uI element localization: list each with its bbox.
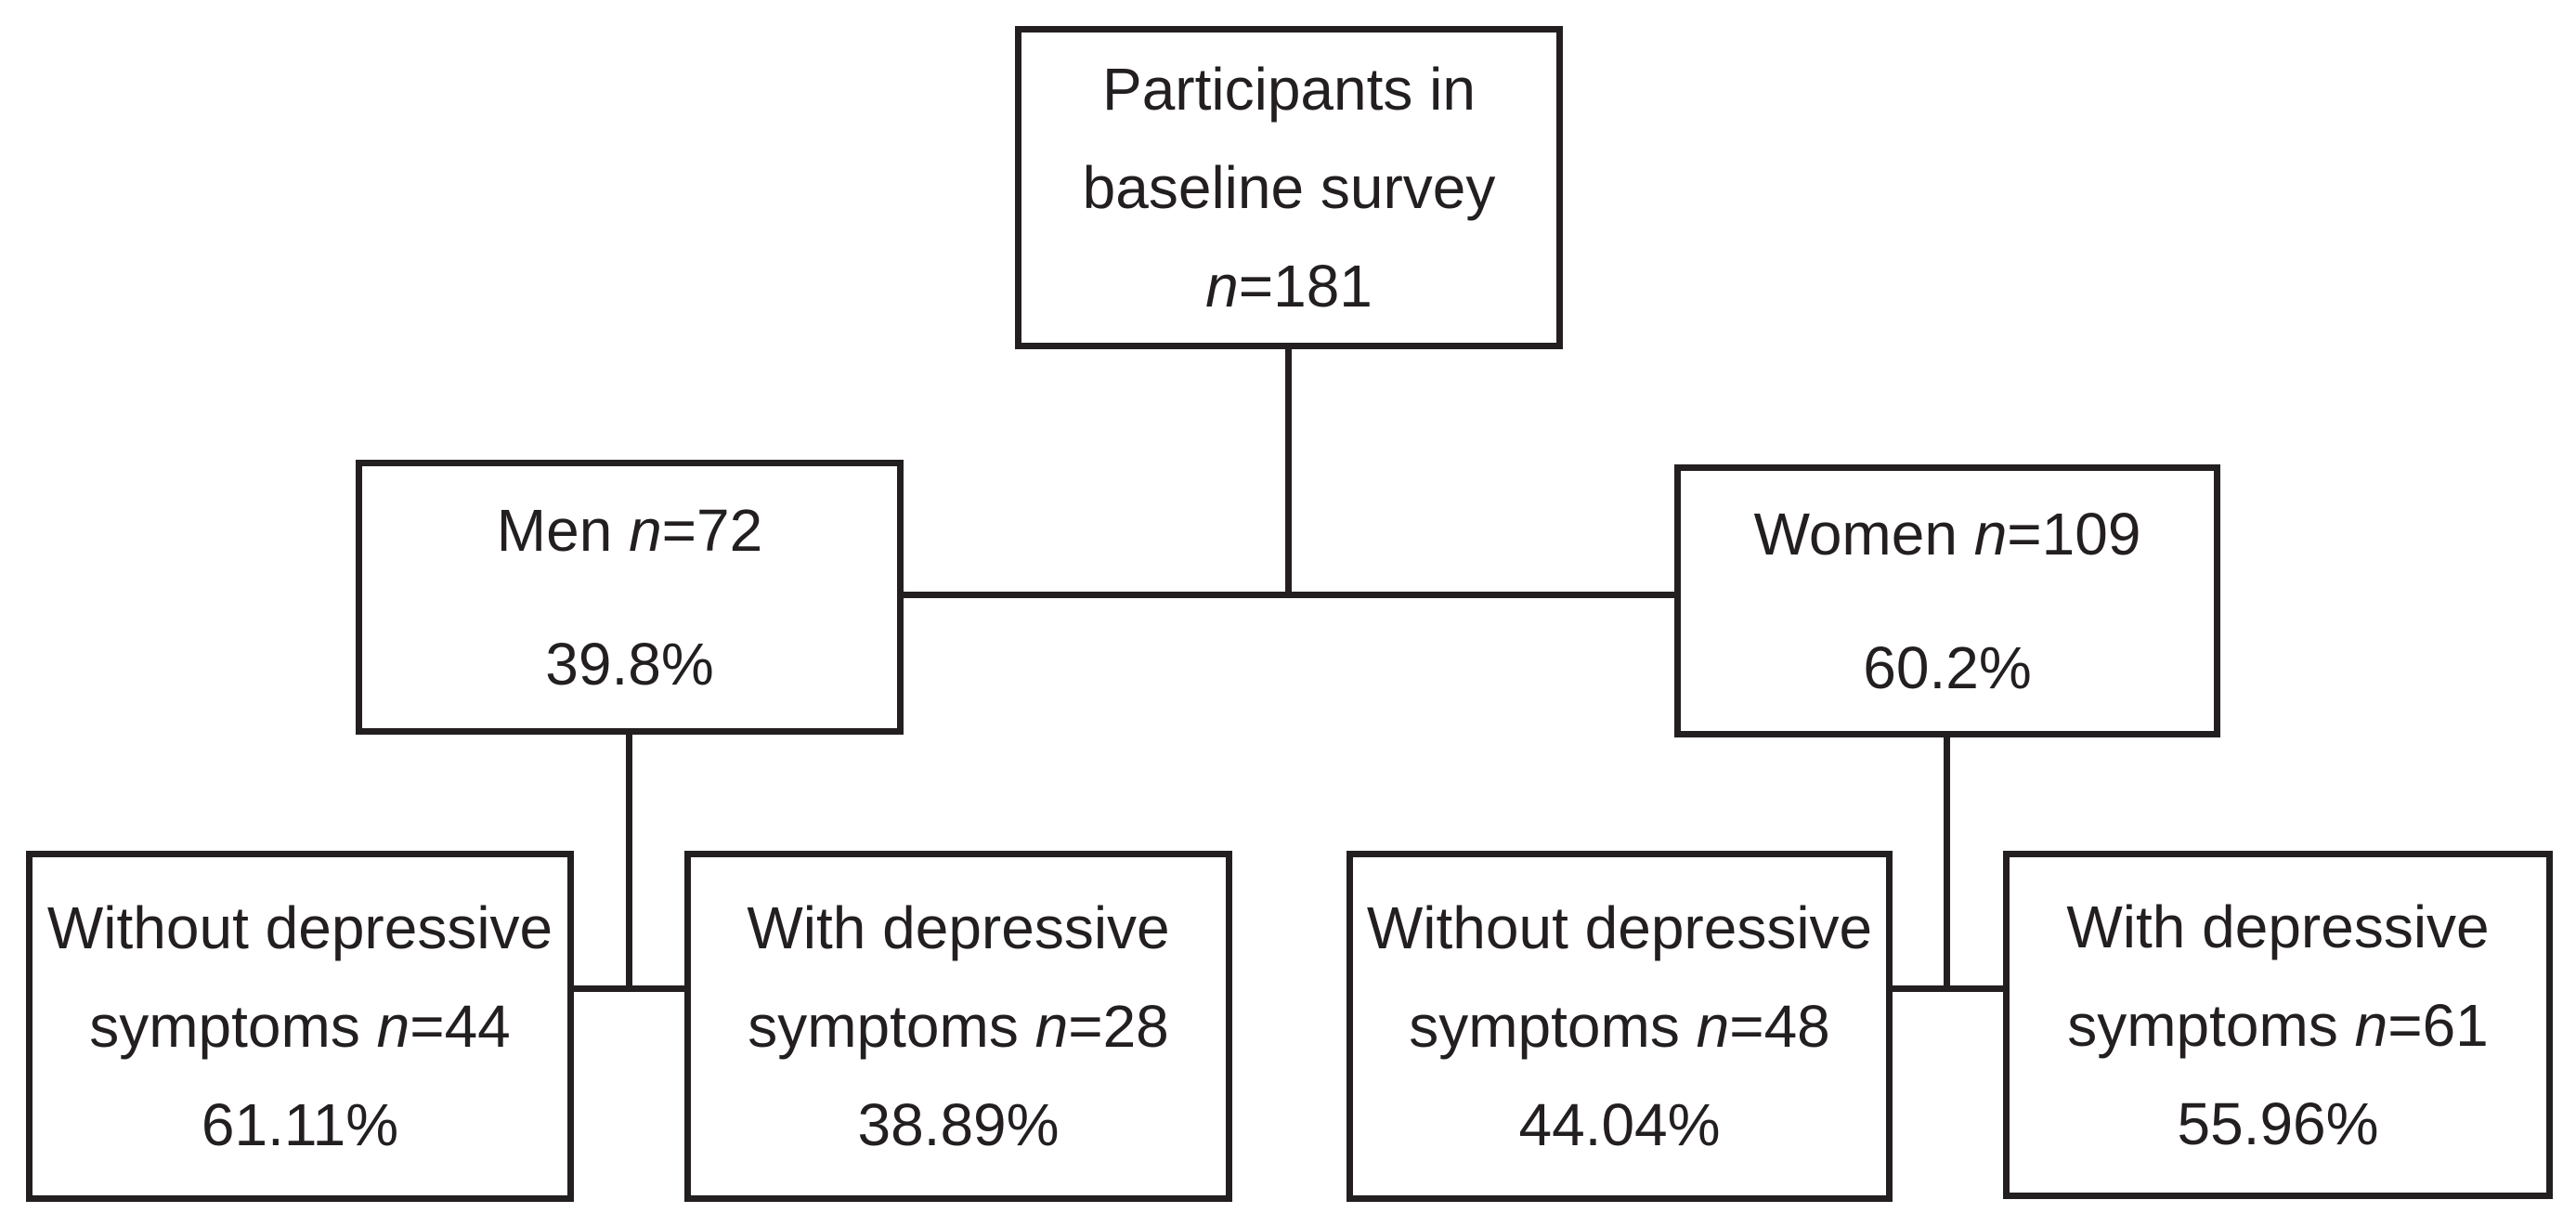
men-without-count: symptoms n=44 (89, 993, 511, 1060)
men-box: Men n=72 39.8% (356, 460, 904, 735)
women-percent: 60.2% (1863, 634, 2032, 701)
women-with-symptoms-box: With depressive symptoms n=61 55.96% (2003, 851, 2553, 1199)
connector-men-subgroups (566, 985, 691, 992)
men-with-line-1: With depressive (747, 894, 1170, 961)
women-without-line-1: Without depressive (1366, 894, 1873, 961)
men-without-percent: 61.11% (201, 1091, 399, 1158)
women-without-symptoms-box: Without depressive symptoms n=48 44.04% (1347, 851, 1893, 1202)
men-count: Men n=72 (496, 497, 763, 564)
women-count: Women n=109 (1753, 501, 2141, 567)
women-box: Women n=109 60.2% (1674, 464, 2220, 737)
men-with-count: symptoms n=28 (748, 993, 1169, 1060)
connector-participants-to-split (1285, 342, 1292, 598)
men-percent: 39.8% (545, 631, 714, 698)
women-without-percent: 44.04% (1518, 1091, 1721, 1158)
women-with-line-1: With depressive (2066, 893, 2490, 960)
connector-men-women-horizontal (899, 592, 1677, 598)
women-with-percent: 55.96% (2177, 1089, 2379, 1157)
connector-women-subgroups (1885, 985, 2010, 992)
men-with-symptoms-box: With depressive symptoms n=28 38.89% (684, 851, 1232, 1202)
connector-men-to-split (626, 727, 632, 992)
participants-line-1: Participants in (1102, 56, 1476, 123)
participants-count: n=181 (1205, 253, 1373, 320)
men-without-symptoms-box: Without depressive symptoms n=44 61.11% (26, 851, 574, 1202)
women-without-count: symptoms n=48 (1409, 993, 1830, 1060)
men-without-line-1: Without depressive (46, 894, 553, 961)
men-with-percent: 38.89% (857, 1091, 1060, 1158)
participants-line-2: baseline survey (1082, 154, 1496, 221)
women-with-count: symptoms n=61 (2067, 991, 2489, 1059)
participants-box: Participants in baseline survey n=181 (1015, 26, 1563, 349)
connector-women-to-split (1944, 730, 1950, 992)
